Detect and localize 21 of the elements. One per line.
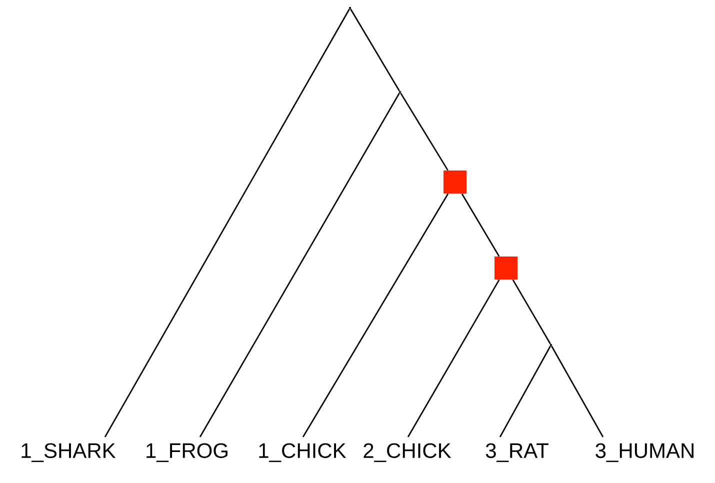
branch-point xyxy=(398,90,402,94)
branch-line xyxy=(499,346,551,438)
duplication-square xyxy=(444,170,466,194)
leaf-label: 3_RAT xyxy=(486,443,548,462)
branch-line xyxy=(302,193,449,438)
branch-point xyxy=(348,6,352,10)
leaf-label: 3_HUMAN xyxy=(596,443,694,462)
leaf-label: 1_SHARK xyxy=(22,443,116,462)
branch-line xyxy=(407,279,500,438)
branch-line xyxy=(551,346,604,438)
branch-line xyxy=(199,92,400,438)
leaf-label: 2_CHICK xyxy=(364,443,452,462)
leaf-label: 1_CHICK xyxy=(259,443,346,462)
branch-line xyxy=(350,8,400,92)
leaf-label: 1_FROG xyxy=(146,443,228,462)
branch-line xyxy=(461,193,500,257)
branch-line xyxy=(400,92,448,171)
duplication-square xyxy=(494,256,518,280)
branch-line xyxy=(104,8,350,438)
branch-point xyxy=(550,344,552,346)
branch-line xyxy=(512,279,551,344)
